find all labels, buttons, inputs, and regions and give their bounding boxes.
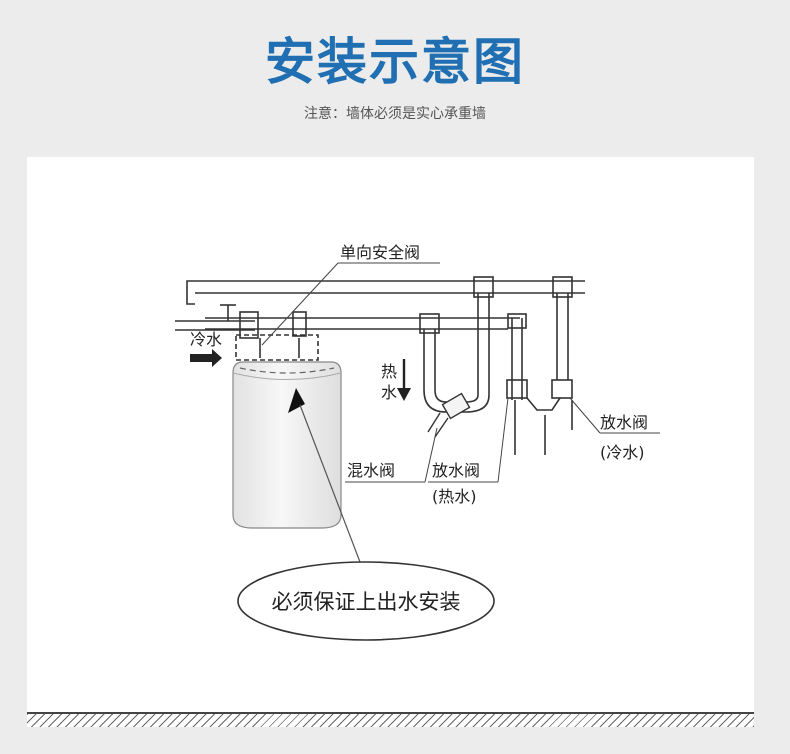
label-drain-valve-cold: 放水阀	[600, 413, 648, 432]
arrows	[190, 349, 411, 563]
floor-hatch	[27, 712, 754, 727]
drain-cross-pipe	[526, 397, 561, 411]
label-requirement: 必须保证上出水安装	[272, 590, 461, 614]
tee-3	[419, 313, 440, 334]
page-title: 安装示意图	[265, 33, 525, 91]
check-valve-body	[239, 311, 259, 339]
requirement-ellipse	[237, 561, 495, 641]
page-note: 注意：墙体必须是实心承重墙	[304, 106, 486, 122]
left-elbow	[186, 280, 195, 305]
label-drain-valve-hot: 放水阀	[432, 461, 480, 480]
cold-inflow-arrow-icon	[190, 349, 222, 367]
label-drain-valve-cold-sub: (冷水)	[600, 443, 645, 462]
label-mixing-valve: 混水阀	[347, 461, 395, 480]
leader-lines	[261, 262, 660, 483]
drain-valve-hot-body	[506, 379, 528, 399]
fitting-dashed-box	[235, 334, 319, 361]
requirement-arrow-icon	[288, 388, 305, 413]
pipe-network	[175, 276, 585, 455]
requirement-pointer-line	[299, 404, 361, 563]
label-hot-water-1: 热	[381, 362, 397, 381]
hot-flow-arrow-icon	[397, 388, 411, 401]
drain-valve-cold-body	[551, 379, 573, 399]
tee-2	[552, 276, 573, 298]
label-cold-water: 冷水	[190, 330, 222, 349]
label-drain-valve-hot-sub: (热水)	[432, 487, 477, 506]
tee-1	[473, 276, 494, 298]
water-heater-tank	[232, 361, 342, 529]
label-check-valve: 单向安全阀	[340, 243, 420, 262]
tee-4	[507, 313, 527, 329]
hot-outlet-fitting	[292, 311, 307, 337]
label-hot-water-2: 水	[381, 383, 397, 402]
mixing-valve-icon	[427, 392, 471, 438]
